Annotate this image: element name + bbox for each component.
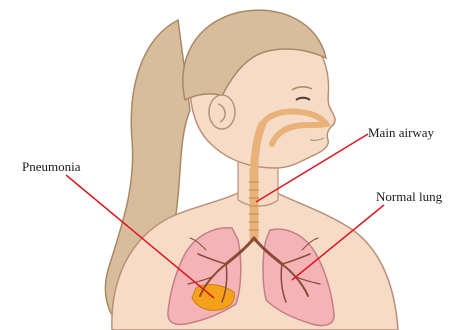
pneumonia-label: Pneumonia: [22, 160, 81, 173]
normal-lung-label: Normal lung: [376, 190, 442, 203]
ear: [209, 95, 235, 129]
main-airway-label: Main airway: [368, 126, 434, 139]
